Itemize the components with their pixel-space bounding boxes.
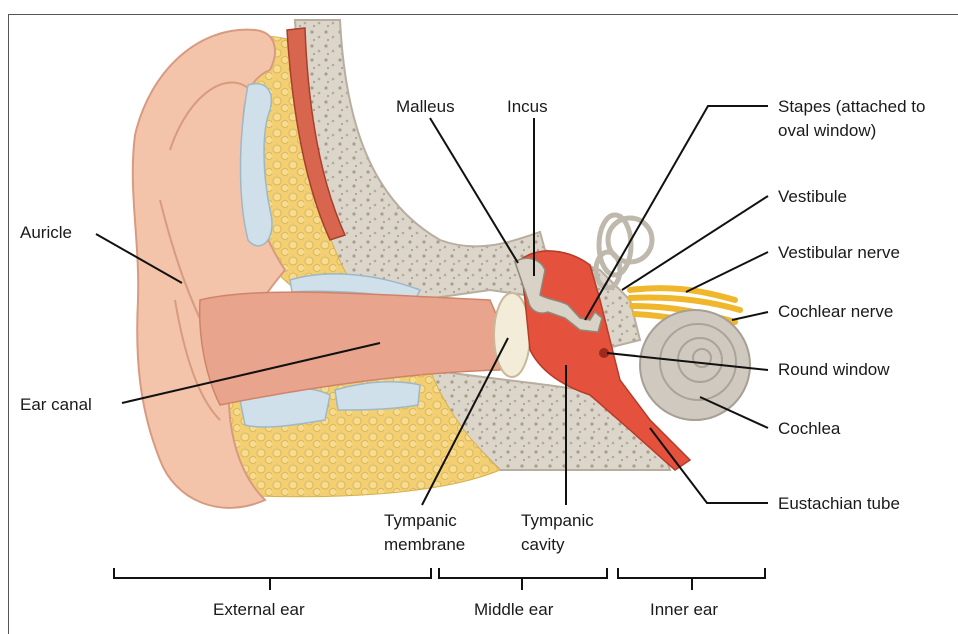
figure-border [8,14,958,634]
